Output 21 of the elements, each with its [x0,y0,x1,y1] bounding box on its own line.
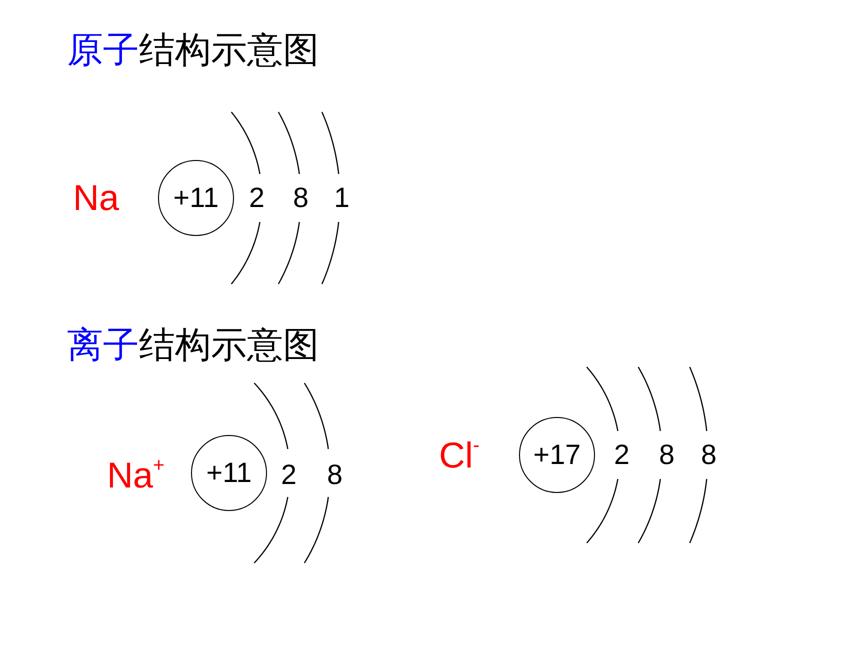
heading: 结构示意图 [139,32,319,68]
element-symbol: Na [73,180,120,216]
nuclear-charge: +11 [173,182,219,214]
electron-count: 2 [249,184,265,212]
element-symbol: Cl$^{-}$ [439,436,480,474]
heading: 离子 [67,327,139,363]
element-symbol: Na$^{+}$ [107,456,165,494]
electron-count: 8 [701,441,717,469]
nuclear-charge: +17 [533,439,581,471]
electron-count: 8 [327,461,343,489]
heading: 原子 [67,32,139,68]
nucleus-circle [158,160,234,236]
electron-count: 1 [334,184,350,212]
heading: 结构示意图 [139,327,319,363]
electron-count: 2 [281,461,297,489]
nuclear-charge: +11 [206,457,252,489]
nucleus-circle [519,417,595,493]
electron-count: 2 [614,441,630,469]
electron-count: 8 [659,441,675,469]
nucleus-circle [191,435,267,511]
electron-count: 8 [293,184,309,212]
